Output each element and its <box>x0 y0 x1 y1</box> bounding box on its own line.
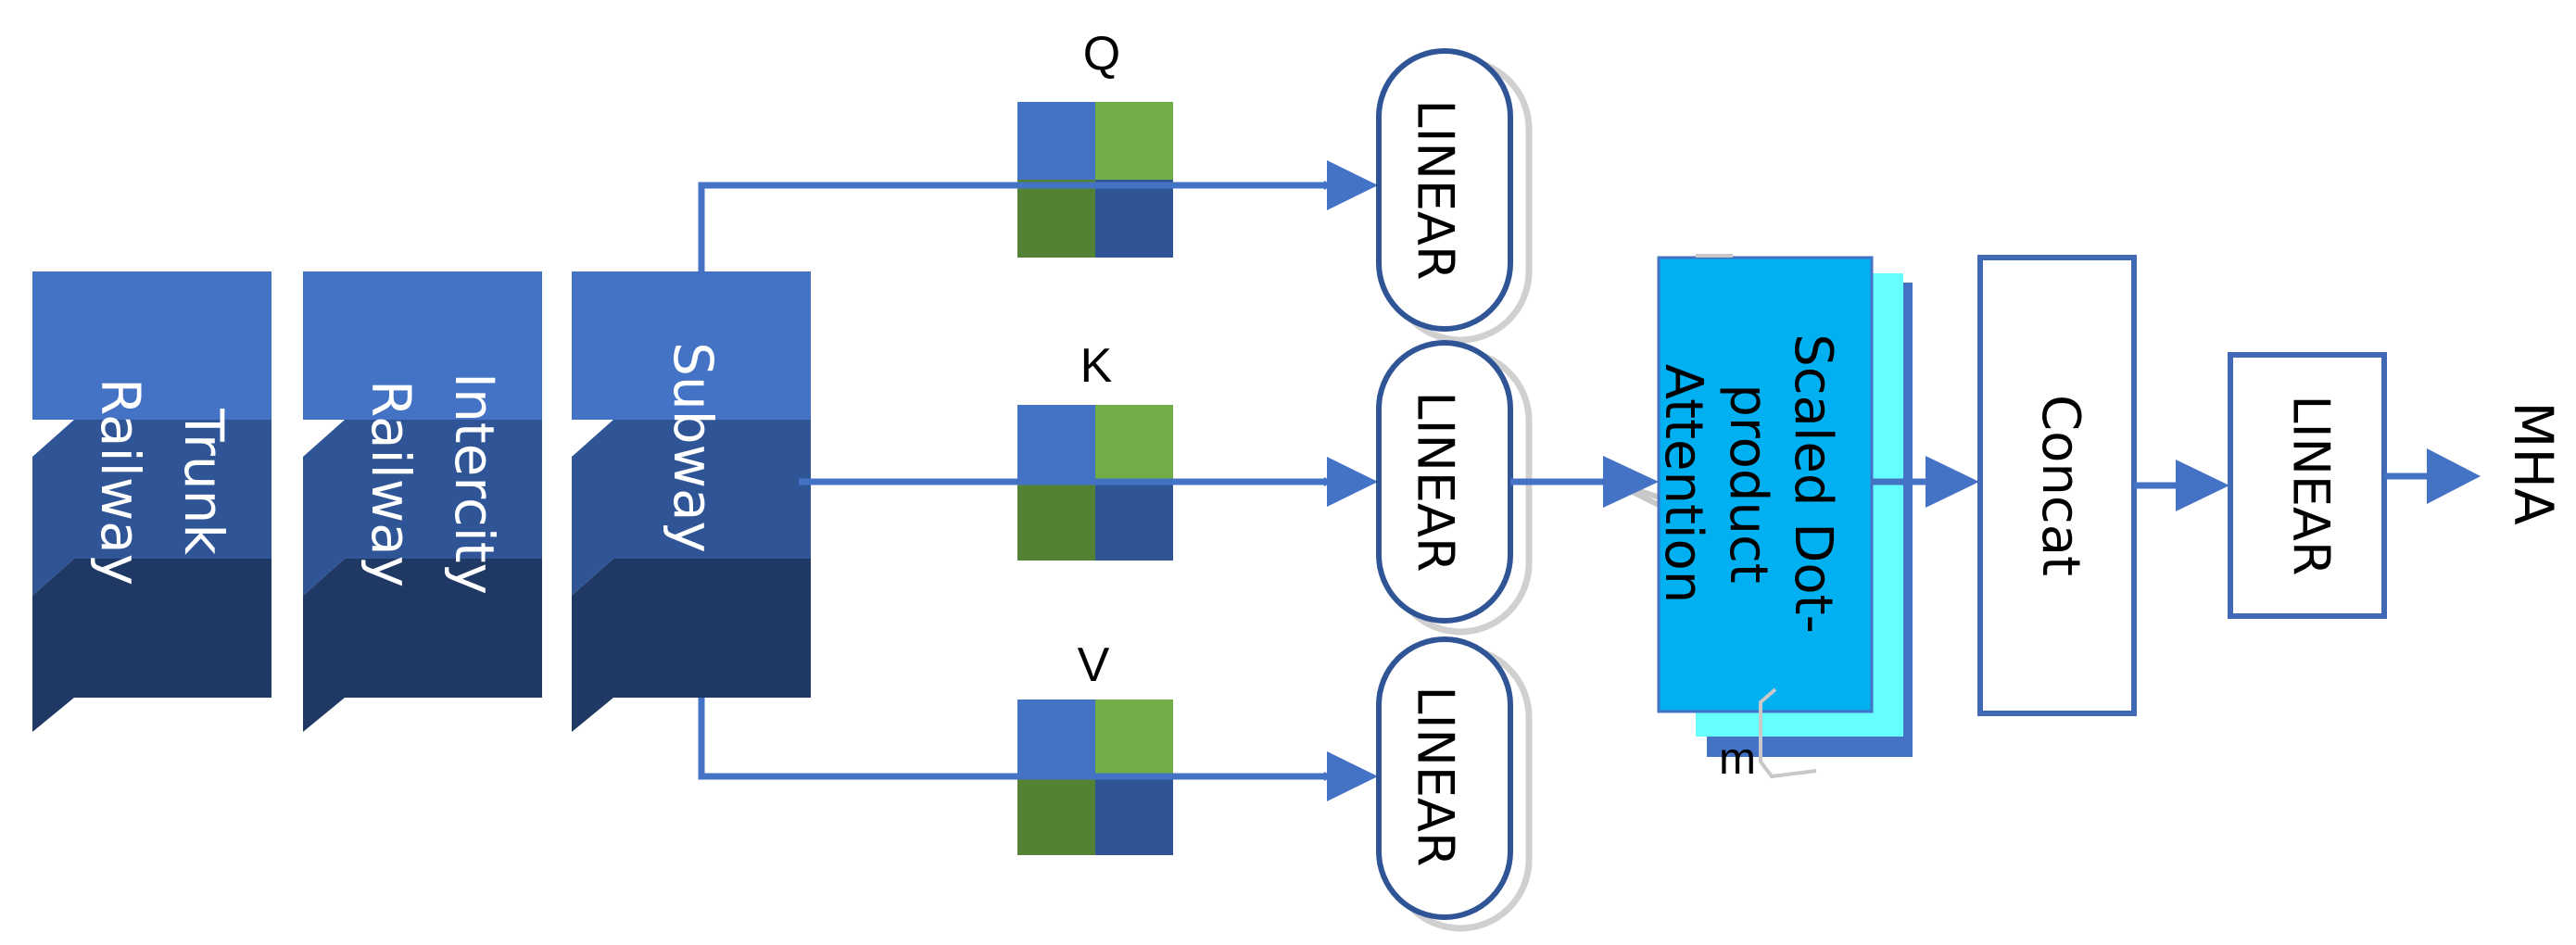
final-linear-label: LINEAR <box>2281 396 2340 576</box>
intercity-railway-block: Intercity Railway <box>303 271 542 732</box>
v-matrix: V <box>1017 638 1173 855</box>
linear-v-label: LINEAR <box>1406 687 1464 867</box>
v-branch-line <box>698 698 1333 781</box>
final-linear-box: LINEAR <box>2228 352 2387 619</box>
concat-box: Concat <box>1977 255 2137 716</box>
attention-label-line3: Attention <box>1653 364 1713 603</box>
k-label: K <box>1080 339 1113 393</box>
linear-k-label: LINEAR <box>1406 392 1464 573</box>
attention-stack: Scaled Dot- product Attention m <box>1653 254 1913 784</box>
linear-v: LINEAR <box>1376 636 1533 932</box>
concat-label: Concat <box>2030 395 2090 576</box>
output-arrow <box>2384 448 2481 504</box>
attention-to-concat-arrow <box>1872 456 1979 508</box>
branch-arrowheads <box>1327 160 1378 801</box>
attention-label-line1: Scaled Dot- <box>1783 334 1843 634</box>
mha-output-label: MHA <box>2502 401 2565 525</box>
subway-label: Subway <box>662 342 725 553</box>
v-label: V <box>1078 638 1110 692</box>
concat-to-linear-arrow <box>2134 460 2229 511</box>
linear-q: LINEAR <box>1376 48 1533 344</box>
q-label: Q <box>1083 27 1120 81</box>
trunk-railway-label-line2: Railway <box>89 378 152 586</box>
matrix-pass-lines <box>1017 182 1173 780</box>
stack-count-label: m <box>1719 735 1756 784</box>
subway-block: Subway <box>572 271 811 732</box>
trunk-railway-label-line1: Trunk <box>172 408 235 555</box>
intercity-railway-label-line1: Intercity <box>443 372 506 595</box>
linear-to-attention-arrow <box>1510 456 1669 508</box>
linear-q-label: LINEAR <box>1406 100 1464 281</box>
trunk-railway-block: Trunk Railway <box>32 271 271 732</box>
q-branch-line <box>698 181 1333 271</box>
attention-label-line2: product <box>1718 384 1778 583</box>
q-matrix: Q <box>1017 27 1173 258</box>
intercity-railway-label-line2: Railway <box>360 380 423 587</box>
linear-k: LINEAR <box>1376 340 1533 636</box>
stack-bracket <box>1759 687 1817 779</box>
k-matrix: K <box>1017 339 1173 561</box>
